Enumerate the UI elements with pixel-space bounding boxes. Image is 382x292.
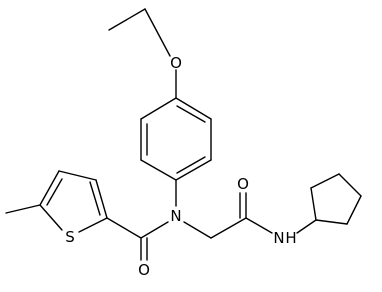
bond-nh-cyclopentyl [296,219,317,234]
bond-cp-4 [346,195,362,225]
carbonyl-oxygen-right-label: O [237,175,249,193]
bond-th-c3-c4 [58,170,97,181]
bond-ethyl-ch2-o [144,8,171,57]
benzene-ring [140,97,212,181]
bond-th-c4-c5 [39,170,60,206]
bond-benzene-inner-1 [176,105,206,123]
left-carbonyl [140,237,148,261]
bond-thiophene-methyl [5,204,41,214]
carbonyl-oxygen-left-label: O [138,261,150,279]
thiophene-sulfur-label: S [65,228,75,246]
bond-benzene-inner-2 [176,156,206,174]
right-carbonyl [239,192,247,219]
secondary-amide-h-label: H [285,229,296,247]
bond-carbonyl-nh [245,217,273,234]
bond-th-c5-s [39,204,63,231]
thiophene-ring [39,170,108,233]
bond-th-c4-c5-inner [46,178,63,206]
bond-benzene-4 [140,159,177,181]
bond-ethyl-ch3 [108,8,146,31]
bond-cp-5 [315,219,348,225]
bond-carbonyl-thiophene [106,217,142,239]
bond-th-s-c2 [78,217,108,233]
bond-n-ch2 [183,221,212,239]
secondary-amide-n-label: N [273,229,284,247]
bond-benzene-1 [175,97,212,120]
ethoxy-group [108,8,177,99]
bond-benzene-6 [140,97,177,120]
bond-th-c2-c3-inner [89,181,101,216]
bond-cp-2 [310,173,340,189]
bond-cp-1 [310,187,317,221]
amide-nitrogen-label: N [170,207,181,225]
bond-th-c2-c3 [95,179,108,219]
bond-n-carbonyl-c [140,221,169,239]
cyclopentane-ring [310,173,362,225]
bond-cp-3 [338,173,362,197]
ether-oxygen-label: O [170,54,182,72]
bond-benzene-3 [175,159,212,181]
bond-ch2-carbonyl [210,217,247,239]
